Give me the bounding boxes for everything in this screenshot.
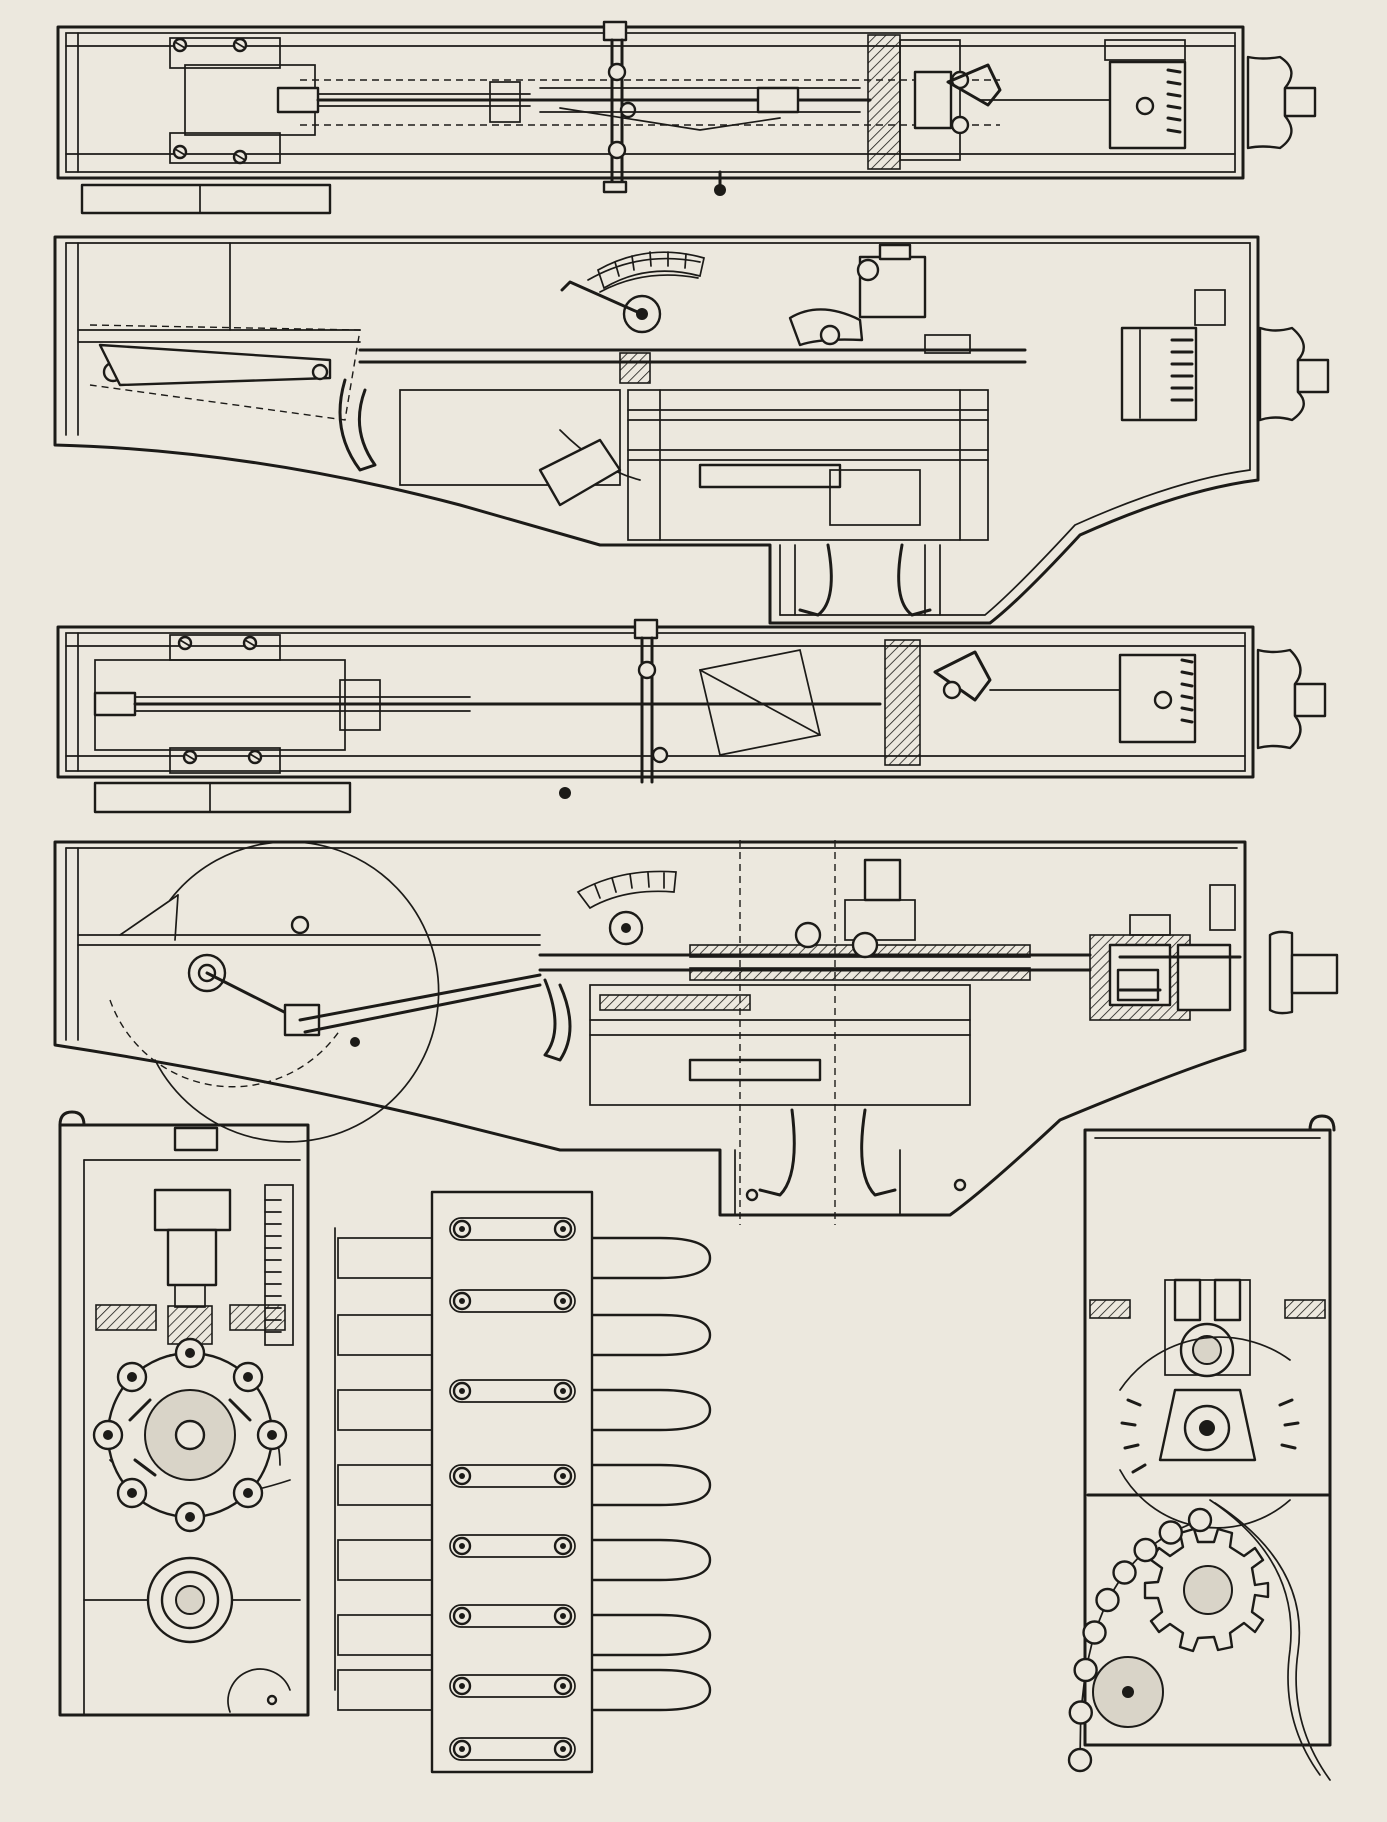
cartridge-belt	[334, 1190, 712, 1774]
chain-link	[1068, 1700, 1093, 1725]
chain-link	[1082, 1620, 1107, 1645]
cartridge	[337, 1668, 712, 1712]
chain-link	[1158, 1520, 1183, 1545]
cartridge	[337, 1388, 712, 1432]
section-view	[53, 840, 1339, 1225]
ratchet-marks	[1180, 658, 1194, 724]
end-view-left	[58, 1110, 310, 1717]
cartridge	[337, 1463, 712, 1507]
eyelet-pair	[449, 1379, 576, 1403]
ratchet-marks	[1170, 338, 1194, 402]
plan-view-a	[56, 20, 1317, 215]
chain-link	[1067, 1747, 1093, 1773]
eyelet-pair	[449, 1737, 576, 1761]
end-view-right	[1067, 1114, 1336, 1781]
eyelet-pair	[449, 1217, 576, 1241]
plan-view-b	[56, 618, 1327, 814]
eyelet-pair	[449, 1604, 576, 1628]
indexing-teeth	[1120, 1398, 1300, 1474]
elevation-view-a	[53, 235, 1330, 625]
cartridge	[337, 1613, 712, 1657]
revolving-cylinder	[92, 1337, 288, 1533]
section-scale-arc	[576, 870, 677, 910]
feed-chain	[1067, 1507, 1213, 1773]
eyelet-pair	[449, 1464, 576, 1488]
cartridge	[337, 1538, 712, 1582]
cartridge	[337, 1236, 712, 1280]
eyelet-pair	[449, 1289, 576, 1313]
chain-link	[1073, 1657, 1098, 1683]
chain-link	[1133, 1537, 1158, 1563]
muzzle-plug-d	[1268, 930, 1294, 1015]
chain-link	[1187, 1507, 1213, 1533]
eyelet-pair	[449, 1534, 576, 1558]
chain-link	[1112, 1560, 1137, 1585]
chain-link	[1095, 1587, 1120, 1613]
eyelet-pair	[449, 1674, 576, 1698]
ratchet-marks	[1166, 68, 1182, 134]
